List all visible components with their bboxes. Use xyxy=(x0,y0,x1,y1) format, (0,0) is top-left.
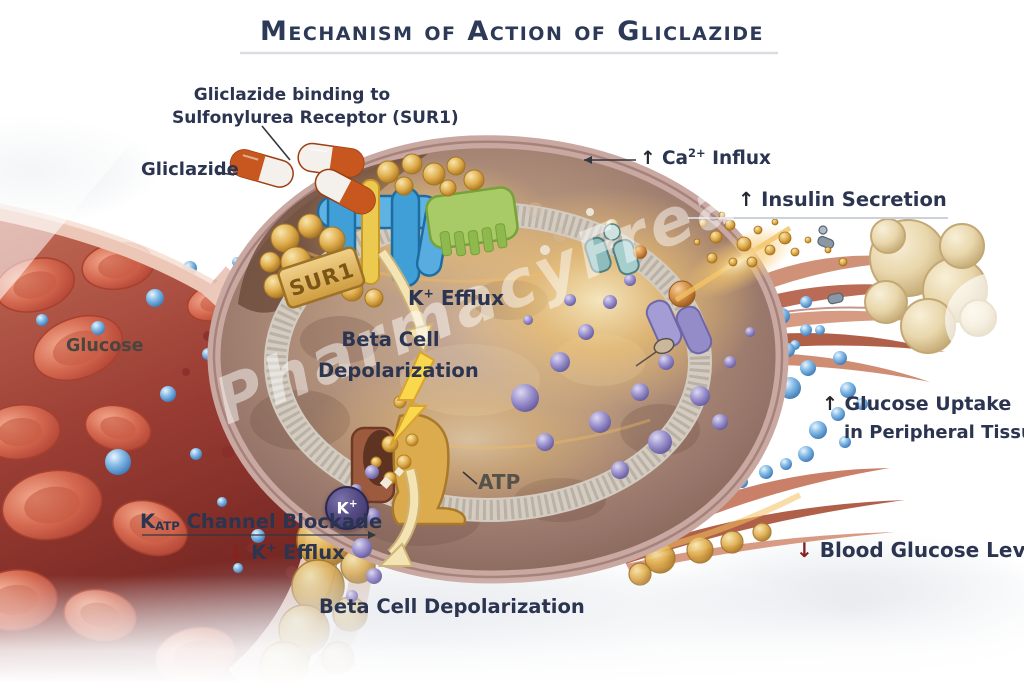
label-ca-influx: ↑ Ca2+ Influx xyxy=(640,145,771,169)
gliclazide-capsules xyxy=(229,142,376,215)
label-gliclazide-binding: Gliclazide binding to Sulfonylurea Recep… xyxy=(172,85,459,128)
bottom-fade xyxy=(0,575,1024,683)
label-insulin-secretion: ↑ Insulin Secretion xyxy=(738,188,947,211)
green-comb-protein xyxy=(425,186,519,257)
up-arrow-icon: ↑ xyxy=(822,393,838,415)
label-beta-cell-depolarization-bottom: Beta Cell Depolarization xyxy=(319,595,585,618)
down-arrow-icon: ↓ xyxy=(796,538,813,562)
page-title: Mechanism of Action of Gliclazide xyxy=(260,16,764,47)
insulin-granules xyxy=(693,211,848,268)
voltage-gated-ca-channel xyxy=(635,280,713,367)
label-k-efflux-mid: K+ Efflux xyxy=(408,285,504,310)
down-arrow-icon: ↓ xyxy=(228,541,245,564)
label-beta-cell-depolarization-mid: Beta Cell Depolarization xyxy=(318,328,479,382)
glucose-on-muscle xyxy=(790,296,847,365)
label-k-efflux-down: ↓ K+ Efflux xyxy=(228,540,345,564)
up-arrow-icon: ↑ xyxy=(738,188,755,211)
beta-cell: SUR1 xyxy=(207,135,795,602)
potassium-ion-badge: K+ xyxy=(325,486,369,530)
label-glucose: Glucose xyxy=(66,336,144,356)
lightning-bolt-icon xyxy=(389,350,436,447)
calcium-channel xyxy=(584,223,647,276)
label-glucose-uptake: ↑ Glucose Uptake in Peripheral Tissues xyxy=(822,393,1024,443)
label-blood-glucose: ↓ Blood Glucose Levels xyxy=(796,538,1024,562)
leader-lines xyxy=(142,125,636,536)
glut-transporter-icons xyxy=(817,225,844,305)
k-blocked-arrow xyxy=(377,248,434,355)
sur1-complex: SUR1 xyxy=(259,153,519,309)
label-katp-blockade: KATP Channel Blockade xyxy=(140,510,383,534)
up-arrow-icon: ↑ xyxy=(640,148,656,169)
label-gliclazide: Gliclazide xyxy=(141,159,239,180)
label-atp: ATP xyxy=(478,470,521,494)
